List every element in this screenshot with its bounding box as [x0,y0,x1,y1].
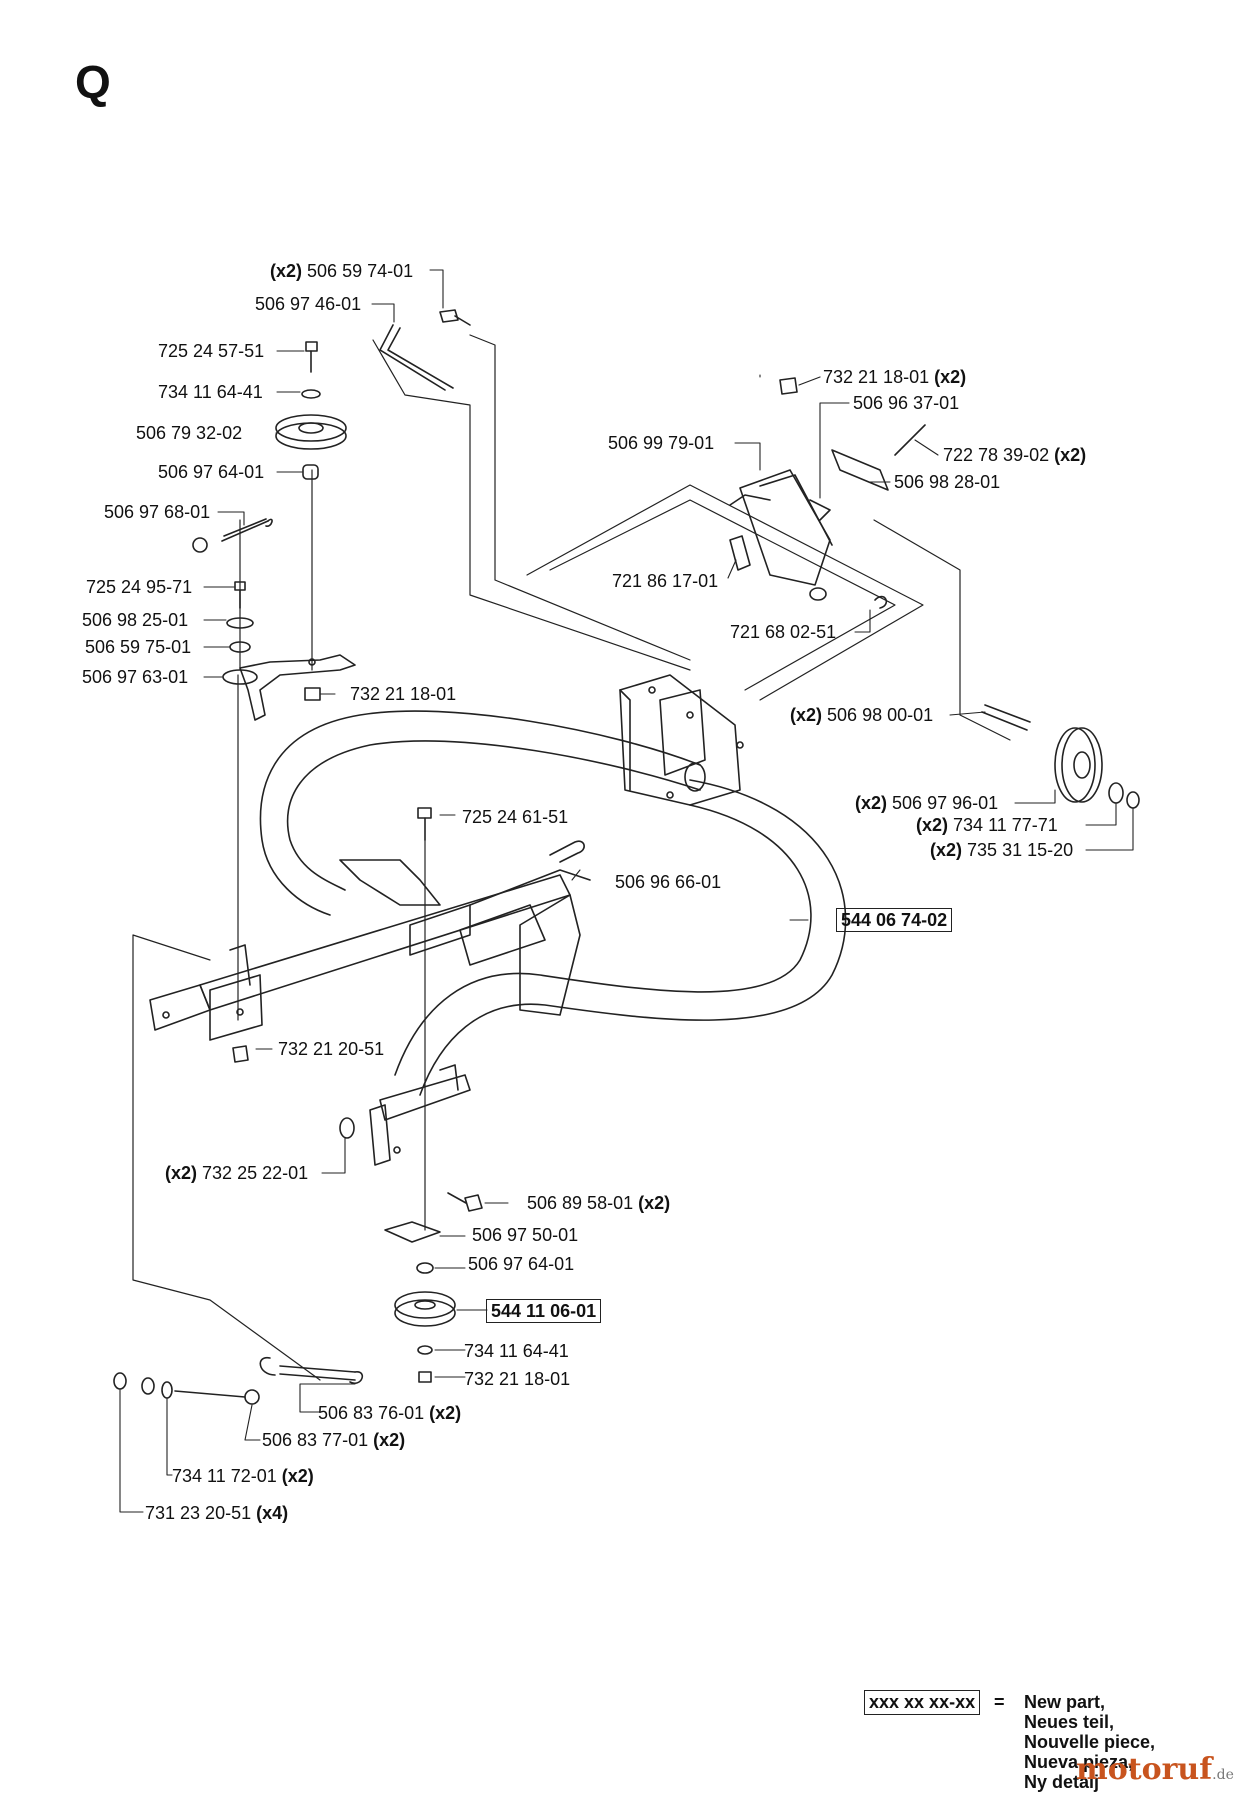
leader-lines [119,269,1134,1513]
legend-key: xxx xx xx-xx [864,1690,981,1715]
callout-506-59-75-01: 506 59 75-01 [85,637,192,657]
left-crossbar [149,874,571,1041]
lower-axle-bracket [369,1064,471,1166]
callout-506-97-63-01: 506 97 63-01 [82,667,189,687]
callout-506-98-00-01: (x2) 506 98 00-01 [790,705,934,725]
callout-732-21-18-01-c: 732 21 18-01 [464,1369,571,1389]
callout-735-31-15-20: (x2) 735 31 15-20 [930,840,1074,860]
legend-line: Nouvelle piece, [1024,1732,1156,1752]
callout-506-83-76-01: 506 83 76-01 (x2) [318,1403,462,1423]
callout-732-21-18-01-a: 732 21 18-01 [350,684,457,704]
callout-544-11-06-01: 544 11 06-01 [486,1299,602,1323]
callout-722-78-39-02: 722 78 39-02 (x2) [943,445,1087,465]
callout-506-97-64-01-b: 506 97 64-01 [468,1254,575,1274]
callout-732-25-22-01: (x2) 732 25 22-01 [165,1163,309,1183]
legend-line: Nueva pieza, [1024,1752,1134,1772]
callout-506-98-25-01: 506 98 25-01 [82,610,189,630]
callout-734-11-77-71: (x2) 734 11 77-71 [916,815,1058,835]
callout-725-24-95-71: 725 24 95-71 [86,577,193,597]
callout-506-83-77-01: 506 83 77-01 (x2) [262,1430,406,1450]
callout-721-68-02-51: 721 68 02-51 [730,622,837,642]
watermark-logo: motoruf.de [1076,1752,1234,1787]
legend-equals: = [994,1692,1005,1712]
section-letter: Q [75,56,111,108]
callout-725-24-57-51: 725 24 57-51 [158,341,265,361]
callout-734-11-64-41-b: 734 11 64-41 [464,1341,569,1361]
hardware-parts [113,309,1140,1405]
callout-734-11-64-41: 734 11 64-41 [158,382,263,402]
callout-506-59-74-01: (x2) 506 59 74-01 [270,261,414,281]
callout-725-24-61-51: 725 24 61-51 [462,807,569,827]
callout-506-98-28-01: 506 98 28-01 [894,472,1001,492]
legend-line: Neues teil, [1024,1712,1115,1732]
upper-mount-plate [619,674,744,806]
callout-734-11-72-01: 734 11 72-01 (x2) [172,1466,314,1486]
callout-506-97-50-01: 506 97 50-01 [472,1225,579,1245]
callout-506-96-37-01: 506 96 37-01 [853,393,960,413]
callout-506-97-96-01: (x2) 506 97 96-01 [855,793,999,813]
callout-731-23-20-51: 731 23 20-51 (x4) [145,1503,289,1523]
callout-506-97-46-01: 506 97 46-01 [255,294,362,314]
guide-lines [132,334,1011,1381]
legend-line: New part, [1024,1692,1106,1712]
legend-text: New part, Neues teil, Nouvelle piece, Nu… [1024,1692,1155,1792]
callout-506-99-79-01: 506 99 79-01 [608,433,715,453]
legend-line: Ny detalj [1024,1772,1100,1792]
callout-506-97-64-01: 506 97 64-01 [158,462,265,482]
handle-frame-tube [259,710,847,1096]
callout-732-21-20-51: 732 21 20-51 [278,1039,385,1059]
callout-732-21-18-01-b: 732 21 18-01 (x2) [823,367,967,387]
callout-721-86-17-01: 721 86 17-01 [612,571,719,591]
callout-506-97-68-01: 506 97 68-01 [104,502,211,522]
callout-506-96-66-01: 506 96 66-01 [615,872,722,892]
callout-506-89-58-01: 506 89 58-01 (x2) [527,1193,671,1213]
callout-544-06-74-02: 544 06 74-02 [836,908,953,932]
centre-bracket [339,859,591,1016]
callout-506-79-32-02: 506 79 32-02 [136,423,243,443]
